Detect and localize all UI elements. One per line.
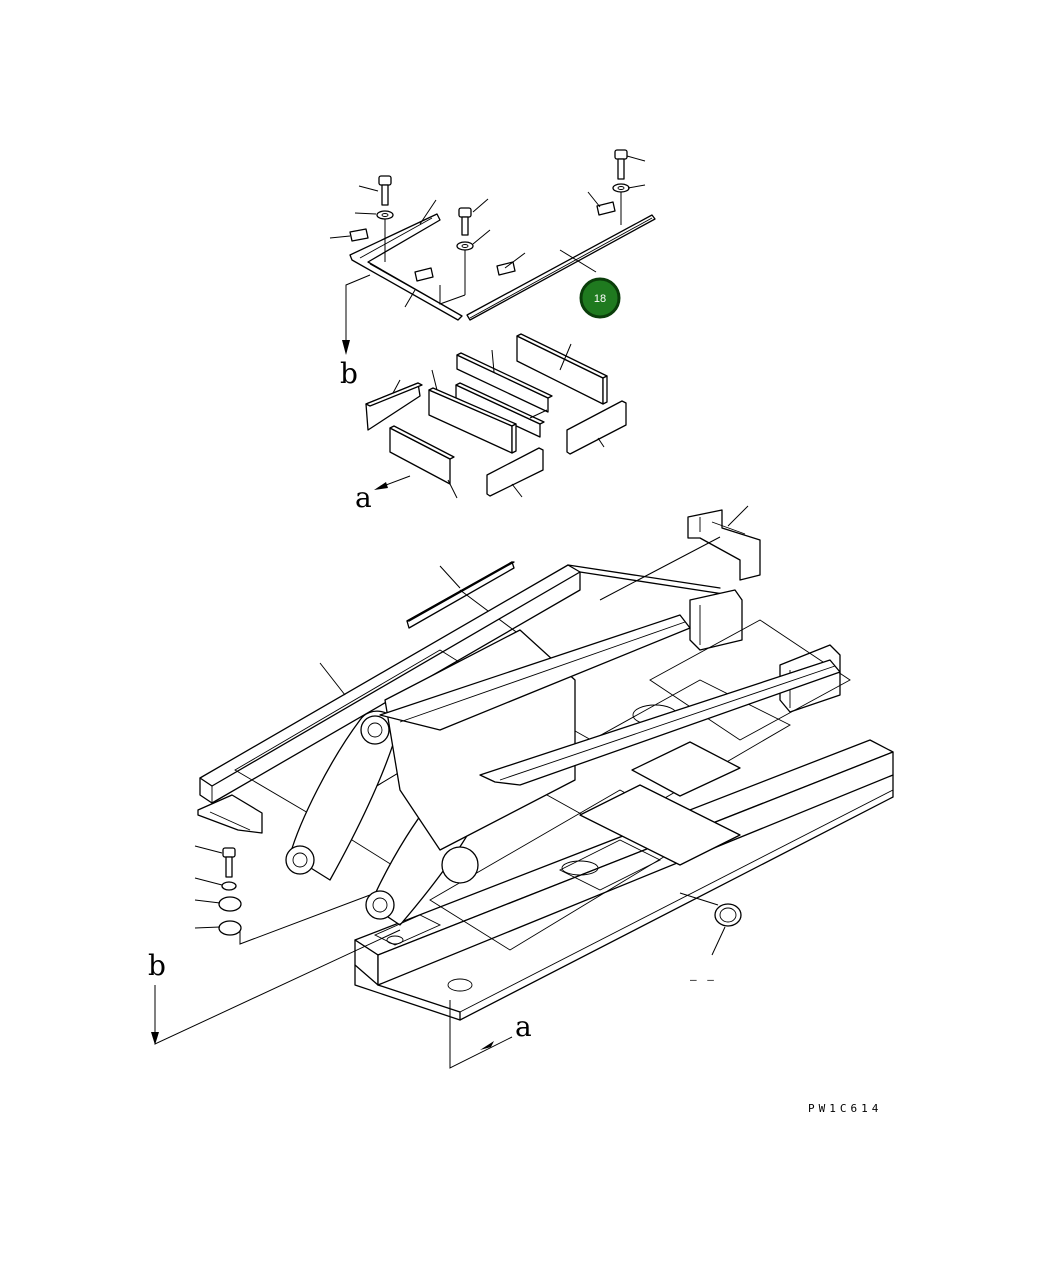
washer-1 [376,210,394,220]
block-7 [389,425,455,485]
main-revolving-frame [197,564,894,1021]
plug-dashes: – – [690,973,716,986]
diagonal-beam-left [379,614,691,731]
pad-3 [496,261,516,276]
left-cover-plate [349,213,463,321]
block-5 [428,387,517,454]
bolt-3 [614,149,628,180]
block-8 [486,447,544,497]
label-a-top: a [355,481,372,514]
block-6 [566,400,627,455]
callout-18-number: 18 [594,293,606,305]
step-plate [197,794,263,834]
bolt-2 [458,207,472,236]
diagonal-beam-right [479,659,841,786]
block-4 [365,382,423,431]
label-a-bottom: a [515,1010,532,1043]
label-b-top: b [340,357,358,390]
direction-arrow-a-bottom [449,1000,513,1069]
boom-foot-left [285,710,399,881]
plug [679,892,742,956]
long-strip [406,561,536,647]
bolt-4 [222,847,236,878]
pad-1 [349,228,369,242]
block-3 [455,382,545,438]
spacer-blocks [365,333,627,499]
washer-2 [456,241,474,251]
direction-arrow-b-bottom [151,929,401,1045]
pad-4 [596,201,616,216]
top-cover-assembly [329,149,656,355]
pin-hardware [194,845,371,945]
pad-2 [414,267,434,282]
callout-18[interactable]: 18 [579,277,621,319]
washer-3 [612,183,630,193]
cap-1 [218,896,242,912]
right-cover-plate [466,214,656,321]
label-b-bottom: b [148,949,166,982]
drawing-code: PW1C614 [808,1102,882,1115]
bolt-1 [378,175,392,206]
cap-2 [218,920,242,936]
counterweight-bracket [599,505,761,601]
washer-4 [221,881,237,891]
block-2 [456,352,553,413]
